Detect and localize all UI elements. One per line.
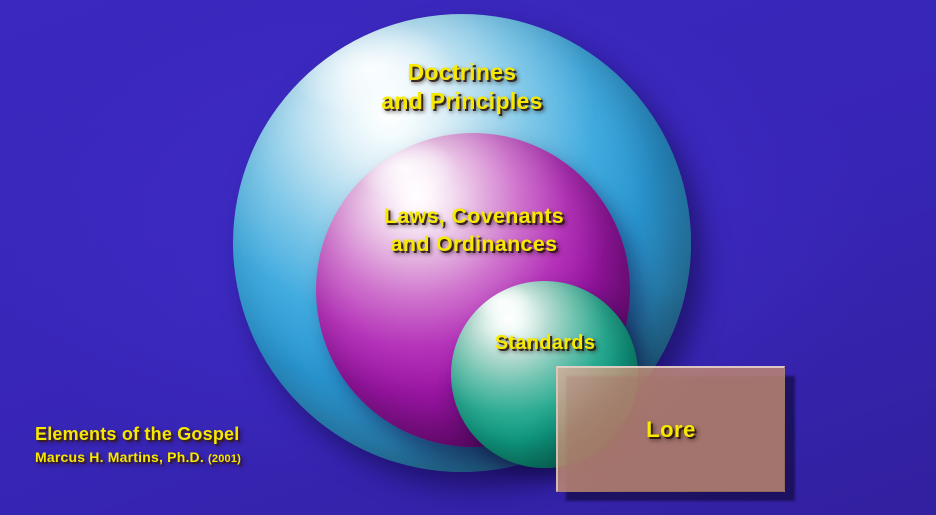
label-lore: Lore — [646, 416, 696, 442]
credit-author-name: Marcus H. Martins, Ph.D. — [35, 449, 204, 465]
lore-box[interactable]: Lore — [556, 366, 785, 492]
credit-year: (2001) — [208, 453, 242, 465]
credit-block: Elements of the Gospel Marcus H. Martins… — [35, 424, 335, 465]
diagram-title: Elements of the Gospel — [35, 424, 240, 444]
credit-author-line: Marcus H. Martins, Ph.D. (2001) — [35, 449, 335, 465]
